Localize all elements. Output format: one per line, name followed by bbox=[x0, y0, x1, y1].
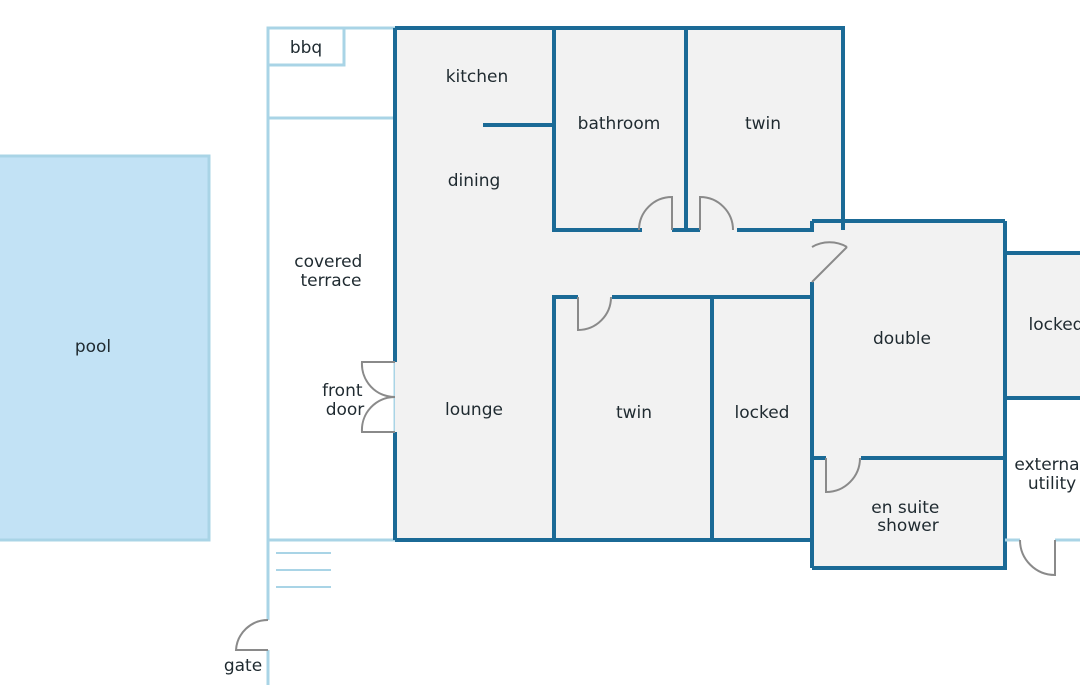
bbq-label: bbq bbox=[290, 38, 322, 58]
pool-label: pool bbox=[75, 337, 111, 357]
ensuite-door-icon bbox=[825, 457, 861, 494]
en-suite-label: en suite shower bbox=[871, 498, 945, 536]
house-walls bbox=[393, 26, 1080, 570]
dining-label: dining bbox=[448, 171, 501, 191]
house-floor bbox=[395, 28, 1080, 568]
twin-mid-label: twin bbox=[616, 403, 652, 423]
front-door-label: front door bbox=[322, 381, 368, 420]
covered-terrace-label: covered terrace bbox=[294, 252, 368, 291]
kitchen-label: kitchen bbox=[446, 67, 509, 87]
twin-top-door-icon bbox=[699, 195, 734, 231]
gate-icon bbox=[234, 618, 269, 651]
front-door-icon bbox=[360, 361, 396, 433]
twin-mid-door-icon bbox=[577, 296, 612, 332]
door-swings bbox=[234, 195, 1056, 651]
lounge-label: lounge bbox=[445, 400, 503, 420]
external-utility-label: external utility bbox=[1014, 455, 1080, 494]
twin-top-label: twin bbox=[745, 114, 781, 134]
utility-door-icon bbox=[1019, 539, 1056, 577]
gate-label: gate bbox=[224, 656, 262, 676]
double-door-icon bbox=[811, 241, 848, 283]
locked-right-label: locked bbox=[1029, 315, 1080, 335]
locked-mid-label: locked bbox=[735, 403, 790, 423]
bathroom-label: bathroom bbox=[578, 114, 661, 134]
steps bbox=[276, 552, 331, 588]
double-label: double bbox=[873, 329, 931, 349]
pool-area bbox=[0, 154, 211, 542]
bathroom-door-icon bbox=[638, 195, 673, 231]
